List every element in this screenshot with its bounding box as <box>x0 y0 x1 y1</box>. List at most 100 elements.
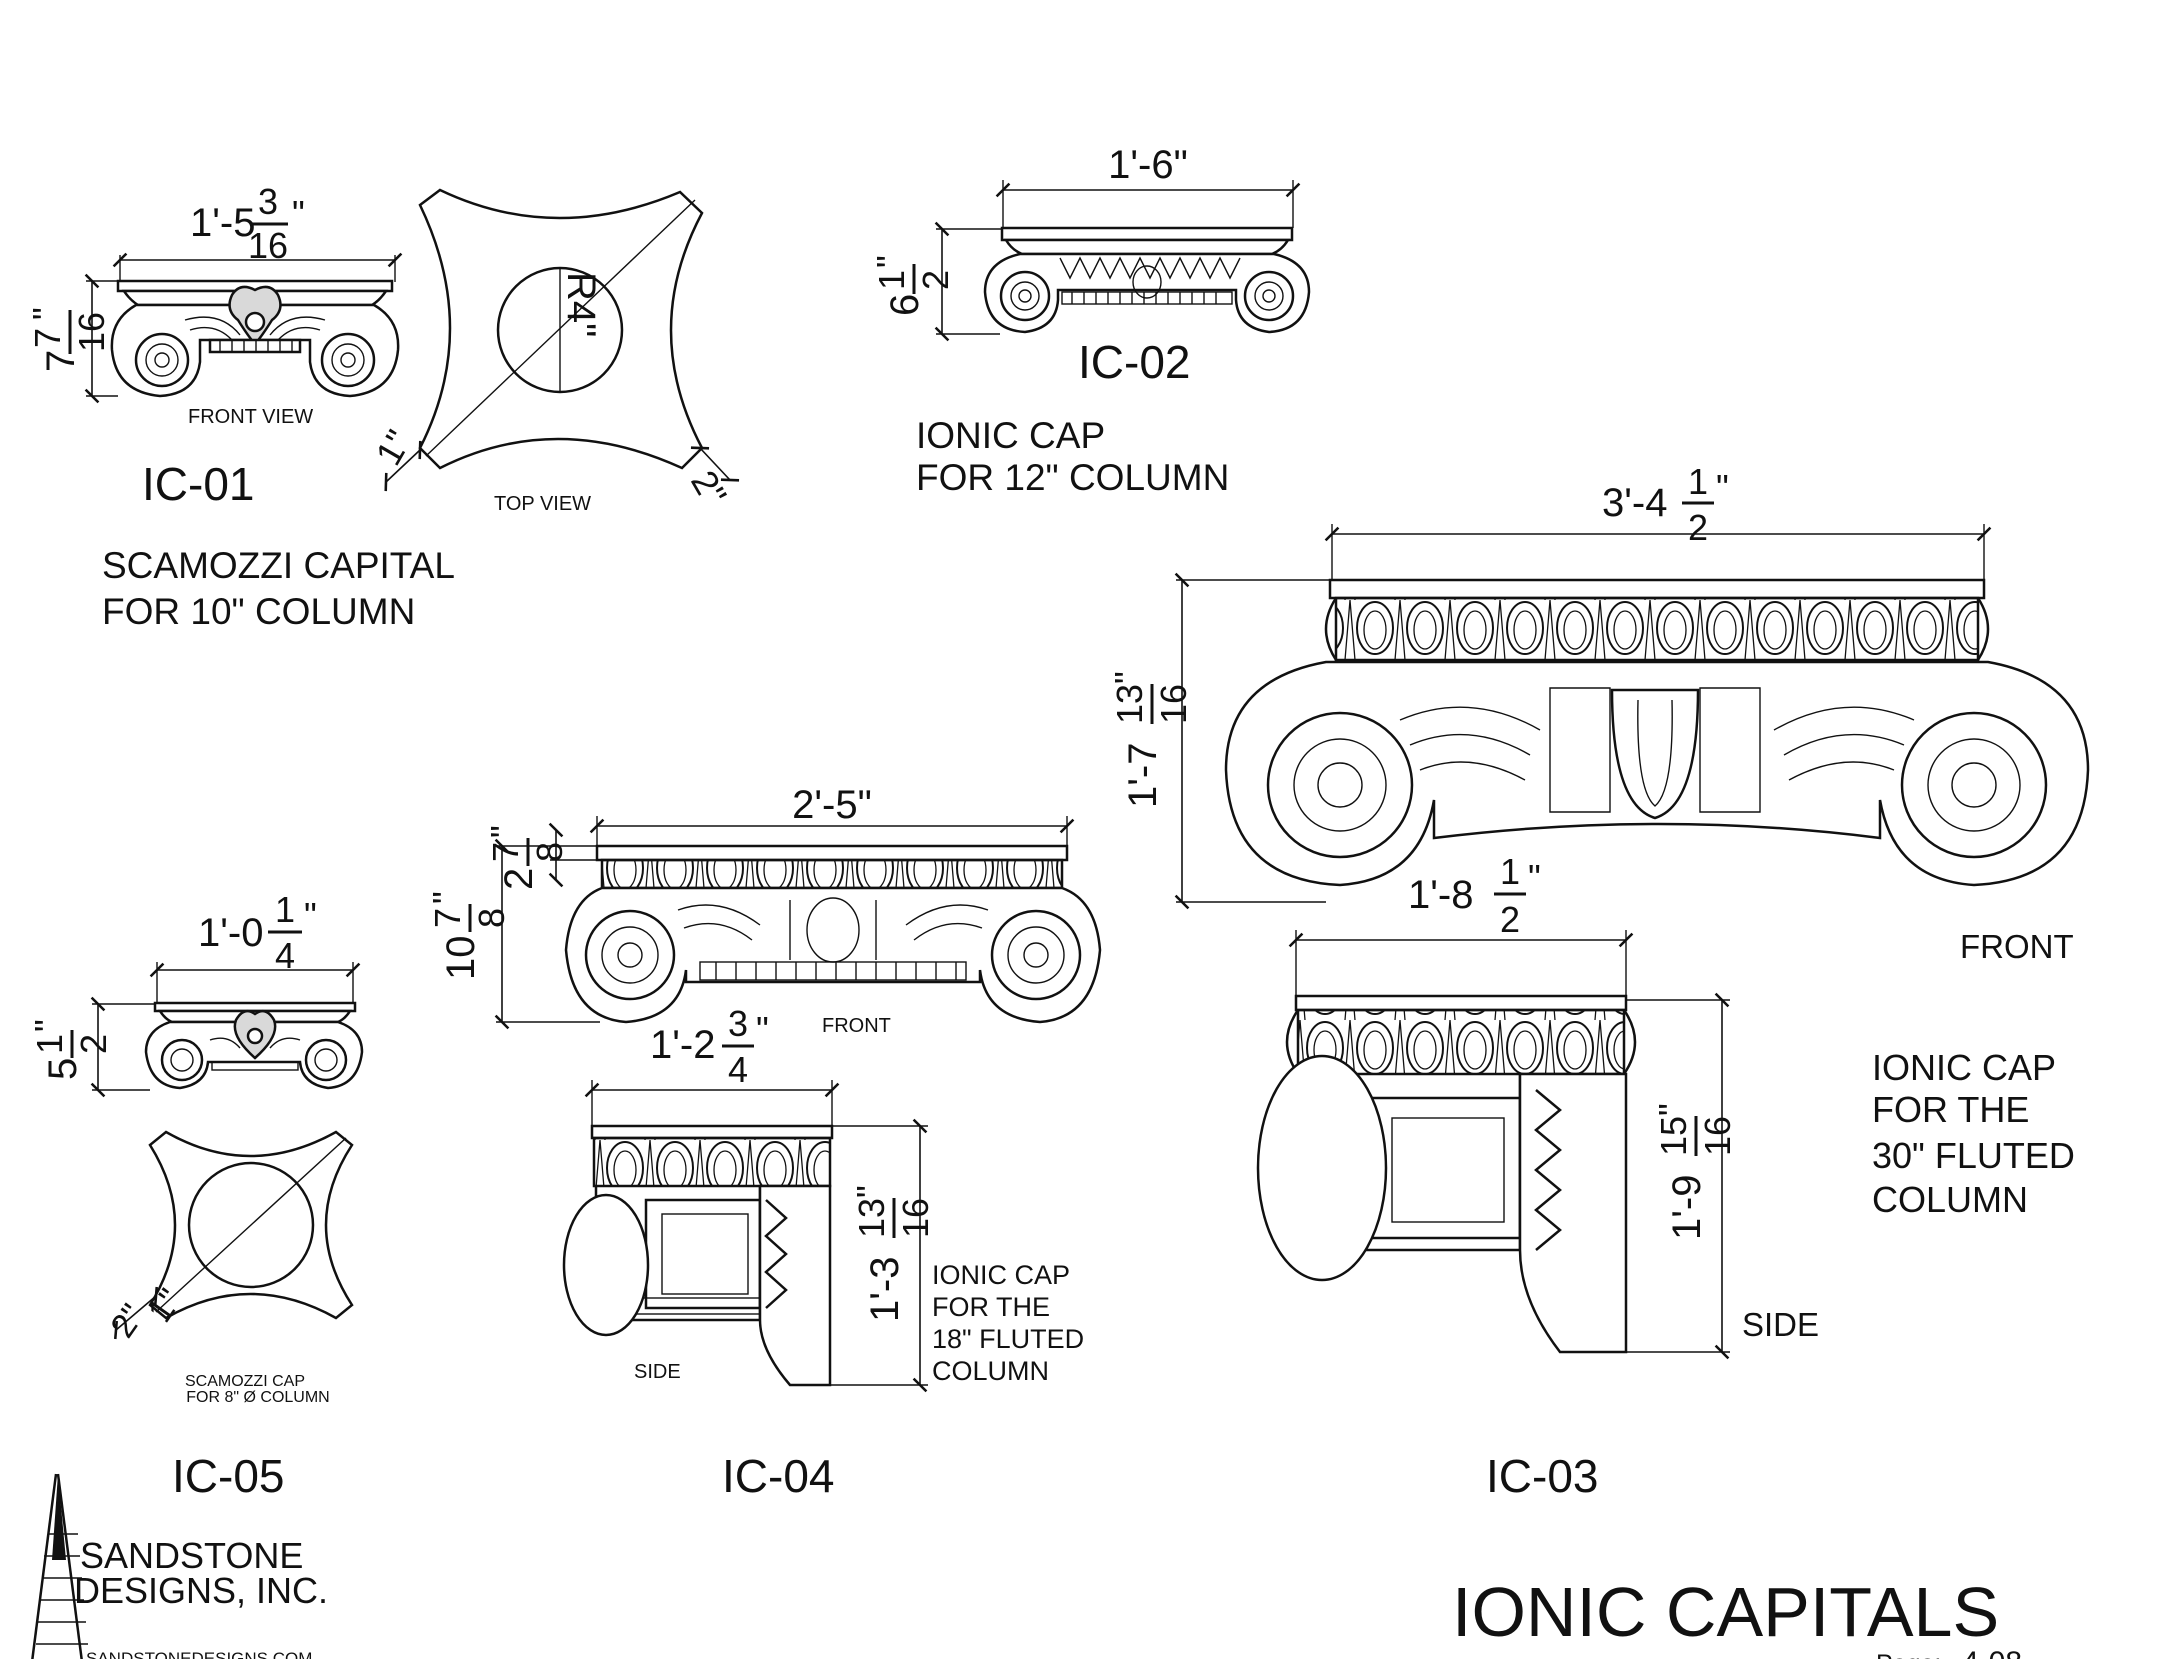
ic04-side-height-den: 16 <box>895 1198 936 1238</box>
company-logo <box>31 1473 88 1659</box>
ic03-front-drawing <box>1224 578 2090 887</box>
ic03-side-height-den: 16 <box>1697 1116 1738 1156</box>
ic03-code: IC-03 <box>1486 1450 1598 1502</box>
company-name-line1: SANDSTONE <box>80 1535 303 1576</box>
ic05-height-whole: 5 <box>41 1058 85 1080</box>
ic01-radius: R4" <box>559 272 603 337</box>
ic03-side-width-num: 1 <box>1500 851 1520 892</box>
ic01-desc-line2: FOR 10" COLUMN <box>102 591 415 632</box>
ic04-side-height-num: 13 <box>851 1198 892 1238</box>
ic05-width-dim: 1'-0 <box>198 911 263 955</box>
page-label: Page: <box>1876 1650 1941 1659</box>
ic01-front-view-label: FRONT VIEW <box>188 406 313 428</box>
ic04-abacus-num: 7 <box>485 842 526 862</box>
ic03-width-unit: " <box>1716 467 1729 508</box>
ic02-code: IC-02 <box>1078 336 1190 388</box>
ic01-height-den: 16 <box>71 312 112 352</box>
ic02-height-den: 2 <box>915 270 956 290</box>
ic04-code: IC-04 <box>722 1450 834 1502</box>
company-name-line2: DESIGNS, INC. <box>74 1570 328 1611</box>
ic02-width-dim: 1'-6" <box>1108 143 1188 187</box>
ic02-height-unit: " <box>869 255 910 268</box>
ic04-abacus-whole: 2 <box>497 868 541 890</box>
ic05-code: IC-05 <box>172 1450 284 1502</box>
ic02-height-whole: 6 <box>883 294 927 316</box>
ic05-top-view-drawing <box>148 1130 354 1320</box>
ic04-height-whole: 10 <box>439 936 483 981</box>
ic02-front-drawing <box>983 226 1311 334</box>
ic03-front-label: FRONT <box>1960 928 2074 965</box>
ic01-height-unit: " <box>25 307 66 320</box>
ic03-height-unit: " <box>1107 671 1148 684</box>
ic01-desc-line1: SCAMOZZI CAPITAL <box>102 545 455 586</box>
ic04-height-unit: " <box>425 891 466 904</box>
ic01-width-dim: 1'-5 <box>190 201 255 245</box>
ic03-height-num: 13 <box>1109 684 1150 724</box>
ic04-desc-line1: IONIC CAP <box>932 1260 1070 1290</box>
ic01-corner-a: 1" <box>367 423 419 472</box>
ic04-abacus-unit: " <box>483 825 524 838</box>
ic04-side-width-den: 4 <box>728 1049 748 1090</box>
ic05-desc-line2: FOR 8" Ø COLUMN <box>186 1389 329 1406</box>
ic03-side-height-dim: 1'-9 <box>1665 1175 1709 1240</box>
ic04-desc-line3: 18" FLUTED <box>932 1324 1084 1354</box>
ic04-desc-line2: FOR THE <box>932 1292 1050 1322</box>
ic01-top-view-label: TOP VIEW <box>494 493 591 515</box>
ic05-height-den: 2 <box>73 1034 114 1054</box>
ic03-desc-line1: IONIC CAP <box>1872 1047 2056 1088</box>
ic05-front-drawing <box>144 1001 364 1090</box>
ic01-height-whole: 7 <box>39 350 83 372</box>
ic03-width-dim: 3'-4 <box>1602 481 1667 525</box>
ic04-height-num: 7 <box>427 908 468 928</box>
ic04-side-label: SIDE <box>634 1361 681 1383</box>
ic01-height-num: 7 <box>27 328 68 348</box>
ic03-side-width-dim: 1'-8 <box>1408 873 1473 917</box>
ic01-width-den: 16 <box>248 225 288 266</box>
ic04-side-width-num: 3 <box>728 1003 748 1044</box>
ic05-width-unit: " <box>304 895 317 936</box>
ic04-side-height-unit: " <box>849 1185 890 1198</box>
ic04-width-dim: 2'-5" <box>792 783 872 827</box>
ic03-width-den: 2 <box>1688 507 1708 548</box>
ic01-top-view-drawing <box>418 188 704 470</box>
ic04-group: 2'-5" 10 7 8 " 2 7 8 " FRONT <box>425 783 1102 1502</box>
ic03-side-height-unit: " <box>1651 1103 1692 1116</box>
sheet-title: IONIC CAPITALS <box>1452 1573 1999 1651</box>
ic04-side-width-dim: 1'-2 <box>650 1023 715 1067</box>
ic05-height-unit: " <box>27 1019 68 1032</box>
ic01-front-drawing <box>110 279 400 398</box>
ic04-side-height-dim: 1'-3 <box>863 1257 907 1322</box>
ic05-width-num: 1 <box>275 889 295 930</box>
ic04-side-drawing <box>562 1124 834 1387</box>
ic03-side-height-num: 15 <box>1653 1116 1694 1156</box>
ic05-desc-line1: SCAMOZZI CAP <box>185 1373 305 1390</box>
ic01-width-num: 3 <box>258 181 278 222</box>
ic03-side-label: SIDE <box>1742 1306 1819 1343</box>
ic04-height-den: 8 <box>471 908 512 928</box>
ic02-group: 1'-6" 6 1 2 " IC-02 IONIC CAP FOR 12" CO… <box>869 143 1311 498</box>
ic04-front-label: FRONT <box>822 1015 891 1037</box>
ic03-width-num: 1 <box>1688 461 1708 502</box>
ic04-abacus-den: 8 <box>529 842 570 862</box>
ic04-side-width-unit: " <box>756 1009 769 1050</box>
ic03-desc-line3: 30" FLUTED <box>1872 1135 2075 1176</box>
ic05-group: 1'-0 1 4 " 5 1 2 " 2" 1" SCAMOZZI CAP FO… <box>27 889 364 1502</box>
ic04-front-drawing <box>564 844 1102 1024</box>
ic02-desc-line1: IONIC CAP <box>916 415 1105 456</box>
ic05-height-num: 1 <box>29 1034 70 1054</box>
ic01-code: IC-01 <box>142 458 254 510</box>
page-number: 4-08 <box>1962 1646 2022 1659</box>
ic01-width-unit: " <box>292 193 305 234</box>
ic05-width-den: 4 <box>275 935 295 976</box>
ic03-height-dim: 1'-7 <box>1121 743 1165 808</box>
ic03-group: 3'-4 1 2 " 1'-7 13 16 " FRONT <box>1107 461 2090 1502</box>
ic01-group: 1'-5 3 16 " 7 7 16 " FRONT VIEW R4" 1" <box>25 181 740 632</box>
ic03-desc-line2: FOR THE <box>1872 1089 2029 1130</box>
ic03-desc-line4: COLUMN <box>1872 1179 2028 1220</box>
ic04-desc-line4: COLUMN <box>932 1356 1049 1386</box>
ic03-side-drawing <box>1256 994 1637 1354</box>
ic03-side-width-den: 2 <box>1500 899 1520 940</box>
company-website: SANDSTONEDESIGNS.COM <box>86 1649 312 1659</box>
ic03-height-den: 16 <box>1153 684 1194 724</box>
